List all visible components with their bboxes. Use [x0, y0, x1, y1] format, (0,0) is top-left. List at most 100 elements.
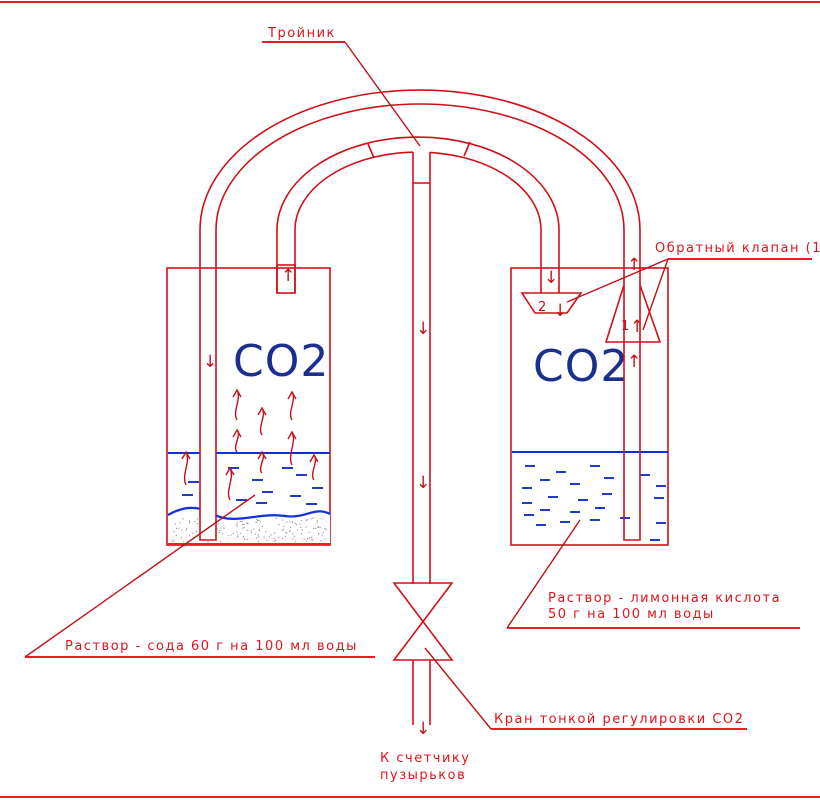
bubble-arrow — [185, 452, 188, 485]
tee-and-outlet-tube — [413, 150, 430, 725]
sediment-dot — [197, 518, 198, 519]
arrowhead — [233, 430, 241, 437]
sediment-dot — [178, 528, 179, 529]
sediment-dot — [265, 531, 266, 532]
sediment-dot — [173, 531, 174, 532]
sediment-dot — [289, 521, 290, 522]
sediment-dot — [253, 529, 254, 530]
sediment-dot — [228, 535, 229, 536]
citric-solution-label-1: Раствор - лимонная кислота — [548, 591, 781, 606]
bubble-arrow — [229, 468, 232, 500]
sediment-dot — [304, 538, 305, 539]
sediment-dot — [319, 527, 320, 528]
sediment-dot — [197, 523, 198, 524]
sediment-dot — [317, 522, 318, 523]
sediment-dot — [194, 521, 195, 522]
sediment-dot — [251, 532, 252, 533]
sediment-dot — [295, 541, 296, 542]
sediment-dot — [246, 522, 247, 523]
valve-2-number: 2 — [538, 300, 546, 315]
sediment-dot — [299, 523, 300, 524]
sediment-dot — [325, 538, 326, 539]
sediment-dot — [176, 535, 177, 536]
svg-text:↓: ↓ — [416, 473, 430, 493]
sediment-dot — [258, 536, 259, 537]
sediment-dot — [306, 520, 307, 521]
left-co2-label: CO2 — [233, 336, 329, 387]
sediment-dot — [282, 538, 283, 539]
right-co2-label: CO2 — [533, 341, 629, 392]
svg-text:↑: ↑ — [627, 352, 641, 372]
check-valve-2: 2 — [522, 293, 581, 315]
sediment-dot — [278, 537, 279, 538]
sediment-dot — [269, 536, 270, 537]
sediment-dot — [318, 533, 319, 534]
sediment-dot — [270, 534, 271, 535]
bubble-arrow — [236, 390, 239, 420]
outlet-caption: К счетчику пузырьков — [380, 751, 470, 783]
bubble-arrow — [236, 430, 239, 452]
sediment-dot — [325, 529, 326, 530]
sediment-dot — [290, 531, 291, 532]
sediment-dot — [176, 528, 177, 529]
sediment-dot — [243, 524, 244, 525]
sediment-dot — [189, 520, 190, 521]
sediment-dot — [307, 538, 308, 539]
sediment-dot — [306, 526, 307, 527]
sediment-dot — [240, 533, 241, 534]
sediment-dot — [266, 540, 267, 541]
sediment-dot — [301, 533, 302, 534]
soda-solution-label: Раствор - сода 60 г на 100 мл воды — [65, 639, 358, 654]
sediment-dot — [274, 538, 275, 539]
check-valve-label: Обратный клапан (1,2) — [655, 241, 820, 256]
sediment-dot — [219, 530, 220, 531]
sediment-dot — [222, 533, 223, 534]
sediment-dot — [283, 529, 284, 530]
citric-solution-label-2: 50 г на 100 мл воды — [548, 607, 715, 622]
sediment-dot — [262, 526, 263, 527]
sediment-dot — [281, 530, 282, 531]
sediment-dot — [275, 540, 276, 541]
sediment-dot — [322, 534, 323, 535]
sediment-dot — [237, 526, 238, 527]
sediment-dot — [242, 521, 243, 522]
sediment-dot — [323, 532, 324, 533]
svg-text:↓: ↓ — [553, 301, 567, 321]
outlet-label-1: К счетчику — [380, 751, 470, 766]
tee-callout: Тройник — [262, 26, 420, 146]
fine-adjust-valve[interactable] — [394, 583, 452, 660]
sediment-dot — [258, 541, 259, 542]
sediment-dot — [186, 528, 187, 529]
sediment-dot — [259, 530, 260, 531]
sediment-dot — [233, 533, 234, 534]
sediment-dot — [183, 541, 184, 542]
sediment-dot — [247, 530, 248, 531]
sediment-dot — [302, 529, 303, 530]
sediment-dot — [282, 519, 283, 520]
sediment-dot — [286, 521, 287, 522]
arrowhead — [288, 392, 296, 399]
sediment-dot — [306, 540, 307, 541]
sediment-dot — [207, 541, 208, 542]
sediment-dot — [292, 533, 293, 534]
sediment-dot — [196, 531, 197, 532]
sediment-dot — [244, 539, 245, 540]
sediment-dot — [180, 522, 181, 523]
sediment-dot — [312, 539, 313, 540]
sediment-dot — [237, 522, 238, 523]
sediment-dot — [260, 521, 261, 522]
sediment-dot — [185, 530, 186, 531]
sediment-dot — [311, 537, 312, 538]
sediment-dot — [236, 532, 237, 533]
citric-callout: Раствор - лимонная кислота 50 г на 100 м… — [507, 520, 800, 628]
sediment-dot — [181, 529, 182, 530]
svg-text:↑: ↑ — [630, 317, 644, 337]
sediment-dot — [324, 528, 325, 529]
svg-text:↑: ↑ — [281, 266, 295, 286]
sediment-dot — [256, 522, 257, 523]
left-jar: CO2 — [167, 268, 330, 545]
sediment-dot — [274, 532, 275, 533]
sediment-dot — [312, 518, 313, 519]
